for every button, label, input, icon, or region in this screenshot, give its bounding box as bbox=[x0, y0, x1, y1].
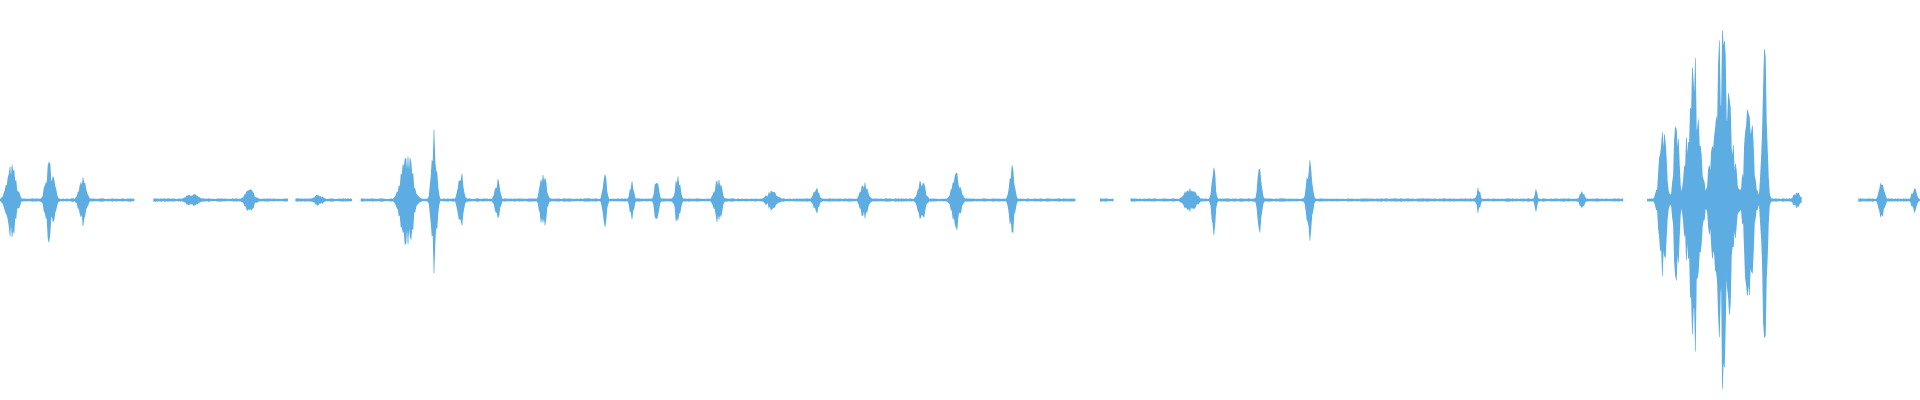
waveform-segment bbox=[0, 161, 135, 243]
waveform-envelope bbox=[295, 194, 352, 206]
waveform-segment bbox=[153, 189, 288, 211]
waveform-envelope bbox=[1858, 182, 1920, 218]
waveform-gap-dot bbox=[1111, 199, 1114, 201]
waveform-envelope bbox=[0, 161, 135, 243]
waveform-envelope bbox=[153, 189, 288, 211]
waveform-segment bbox=[1647, 30, 1802, 389]
waveform-envelope bbox=[1130, 160, 1624, 241]
waveform-segment bbox=[295, 194, 352, 206]
waveform-segment bbox=[1858, 182, 1920, 218]
waveform-segment bbox=[1130, 160, 1624, 241]
waveform-gap-dot bbox=[1105, 199, 1108, 201]
waveform-envelope bbox=[360, 129, 1076, 274]
waveform-gap-dot bbox=[1100, 199, 1102, 201]
waveform-envelope bbox=[1647, 30, 1802, 389]
waveform-segment bbox=[360, 129, 1076, 274]
